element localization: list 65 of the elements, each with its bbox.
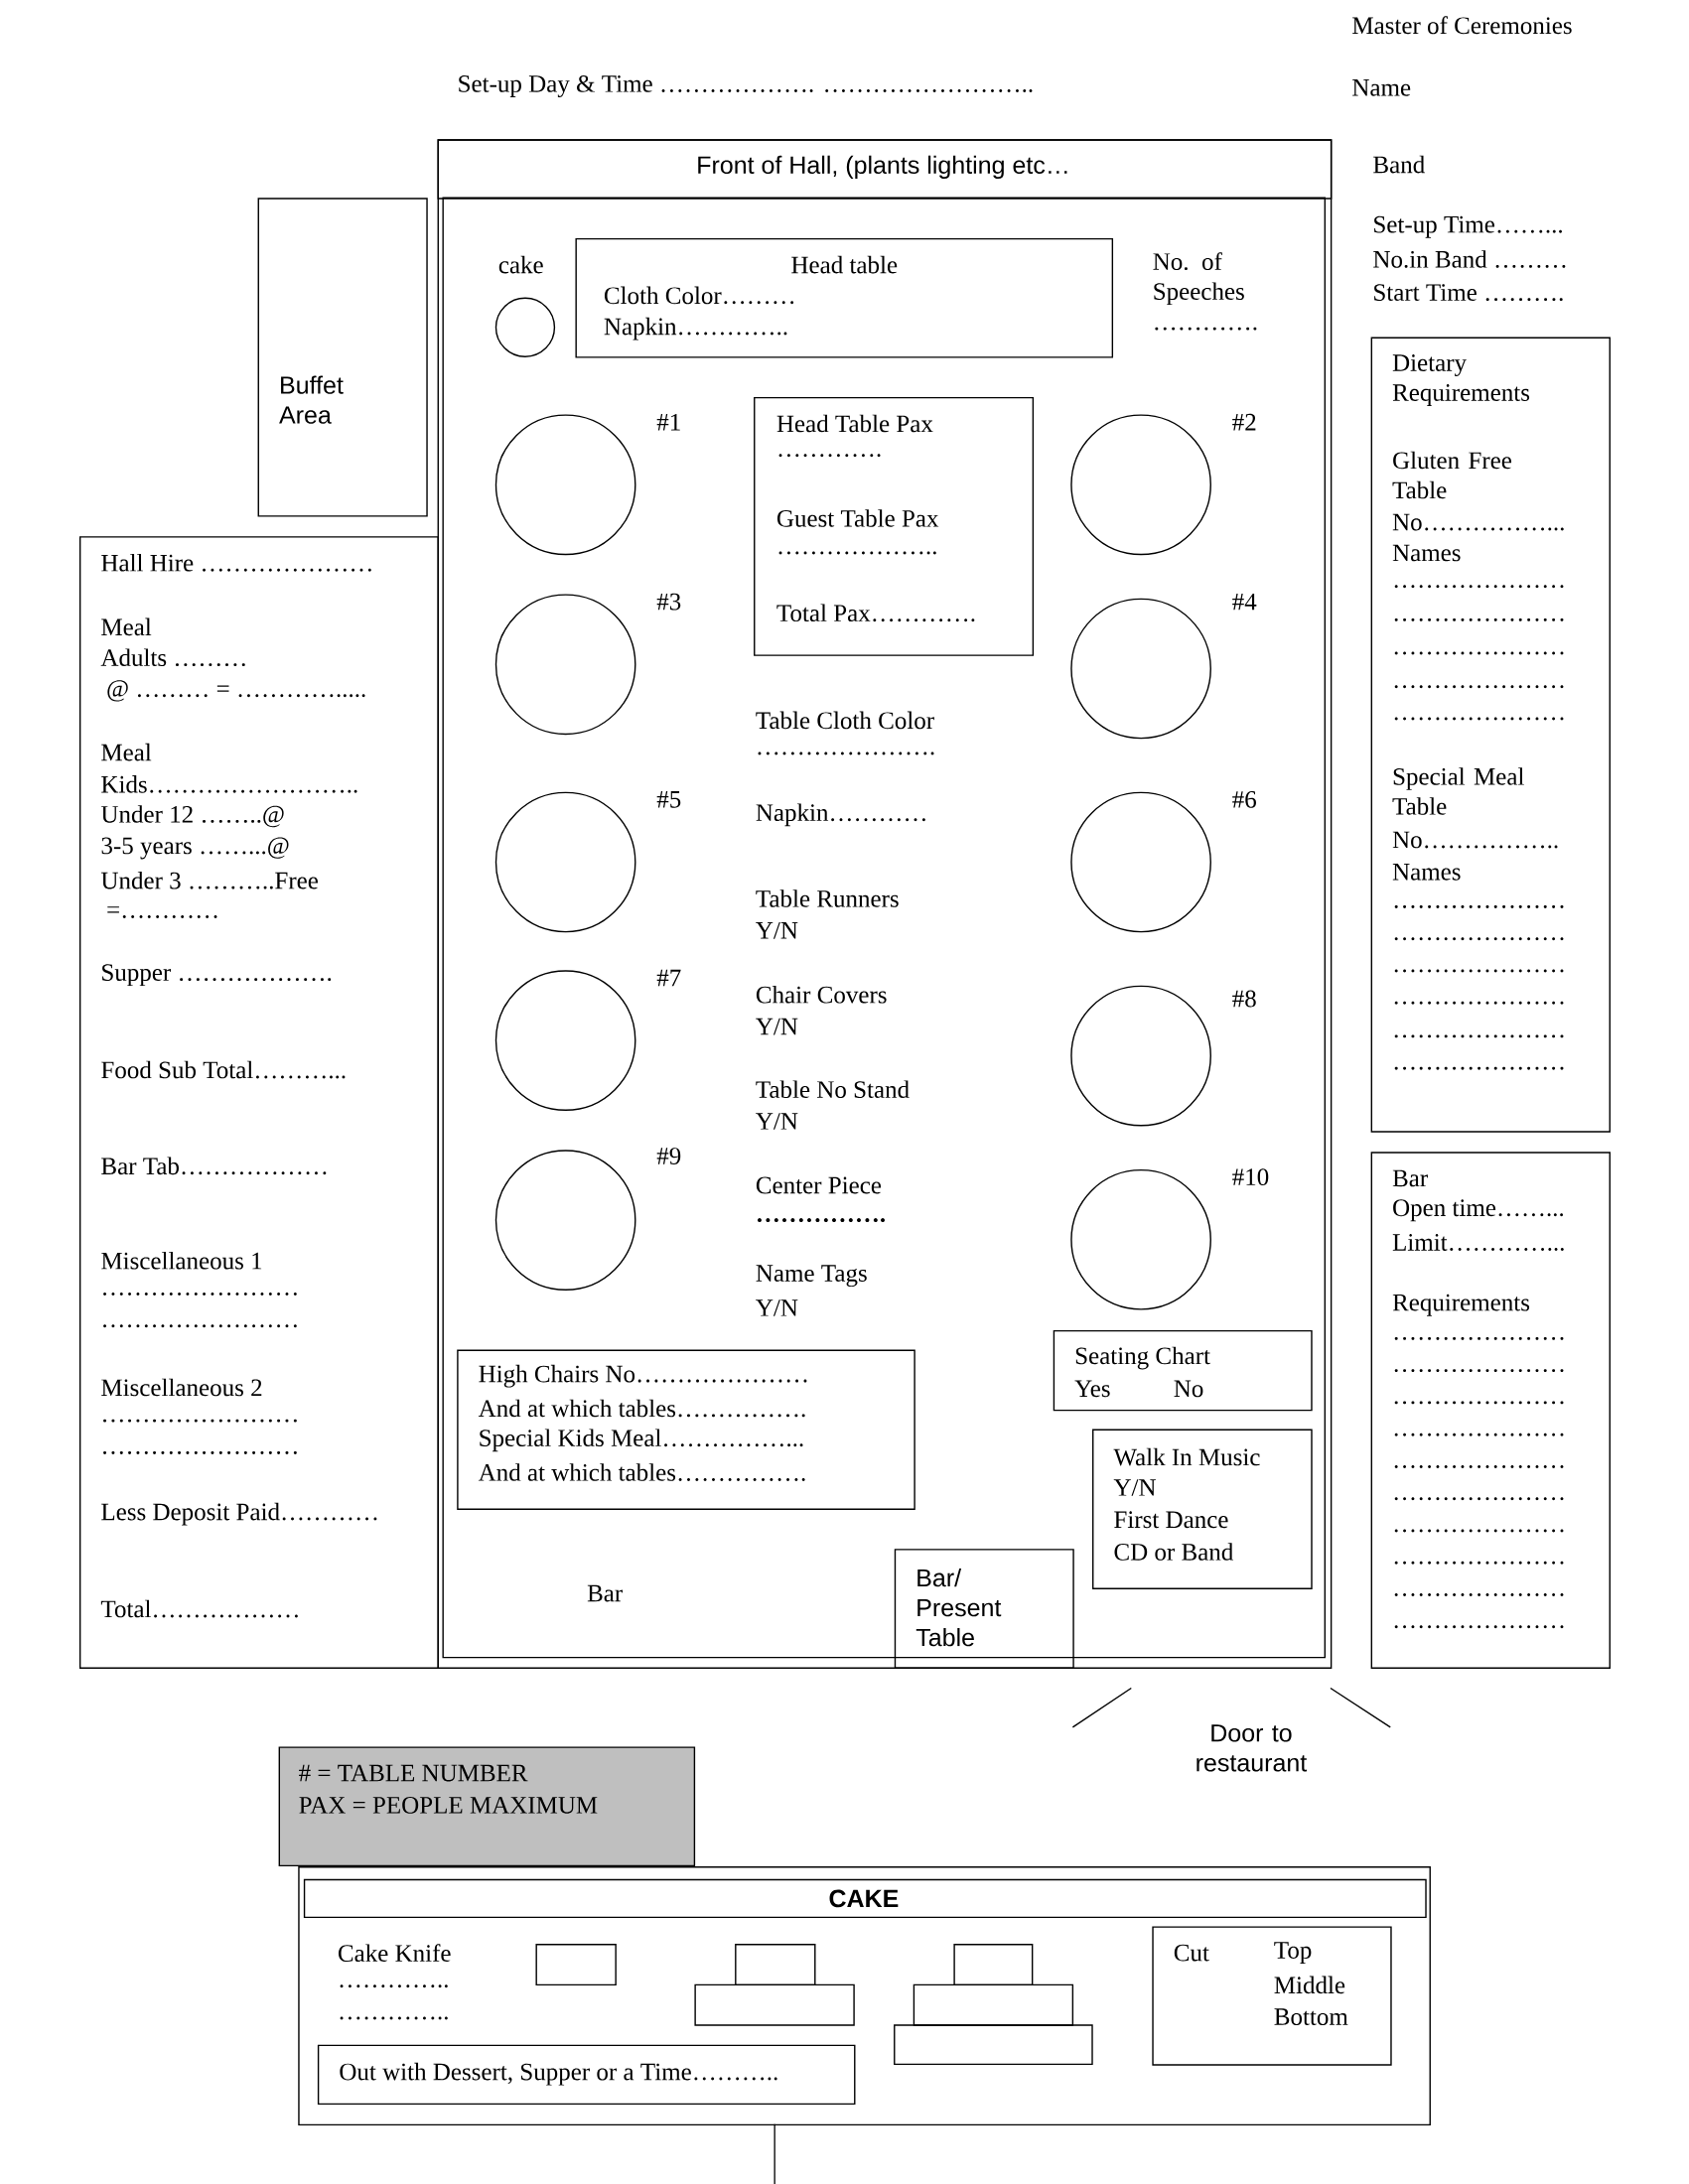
field-label: Y/N bbox=[756, 921, 798, 939]
field-label: Table Cloth Color bbox=[756, 711, 935, 730]
field-label: No.in Band ……… bbox=[1373, 250, 1566, 268]
table-number: #10 bbox=[1232, 1168, 1269, 1186]
seating-chart-box: Seating Chart Yes No bbox=[1053, 1329, 1313, 1412]
field-label: Name bbox=[1352, 79, 1411, 96]
key-box: # = TABLE NUMBER PAX = PEOPLE MAXIMUM bbox=[278, 1746, 696, 1867]
cake-table bbox=[495, 297, 556, 357]
music-box: Walk In Music Y/N First Dance CD or Band bbox=[1092, 1429, 1313, 1589]
field-label: Cake Knife bbox=[339, 1944, 451, 1963]
round-table bbox=[1070, 414, 1212, 556]
dessert-box: Out with Dessert, Supper or a Time……….. bbox=[318, 2044, 856, 2106]
table-number: #8 bbox=[1232, 990, 1256, 1008]
round-table bbox=[495, 414, 636, 556]
round-table bbox=[1070, 791, 1212, 933]
field-label: Set-up Day & Time ………………. …………………….. bbox=[459, 75, 1033, 97]
field-label: Table Runners bbox=[756, 889, 899, 907]
field-label: Name Tags bbox=[756, 1265, 868, 1288]
round-table bbox=[495, 594, 636, 736]
table-number: #2 bbox=[1232, 413, 1256, 431]
pax-box: Head Table Pax …………. Guest Table Pax ……………….. Total Pax…………. bbox=[754, 396, 1035, 656]
field-label: Table No Stand bbox=[756, 1080, 911, 1098]
fill-in-line: ………….. bbox=[340, 2016, 449, 2020]
round-table bbox=[495, 1150, 636, 1291]
field-label: Y/N bbox=[756, 1299, 798, 1316]
round-table bbox=[1070, 1168, 1212, 1310]
field-label: Chair Covers bbox=[757, 986, 887, 1004]
table-number: #1 bbox=[656, 413, 680, 431]
round-table bbox=[495, 970, 636, 1111]
field-label: Center Piece bbox=[757, 1176, 882, 1194]
table-number: #6 bbox=[1232, 790, 1257, 808]
dietary-box: Dietary Requirements Gluten Free Table No……………... Names ………………… ………………… ………………… ………………… ………………… Special Meal Table No…………….. Names ………………… ………………… ………………… ………………… ………………… ………………… bbox=[1370, 337, 1612, 1133]
table-number: #7 bbox=[656, 969, 681, 987]
buffet-area-box: Buffet Area bbox=[257, 198, 428, 517]
fill-in-line: …………. bbox=[1155, 327, 1257, 331]
table-number: #4 bbox=[1232, 593, 1257, 611]
round-table bbox=[1070, 598, 1212, 740]
table-number: #5 bbox=[656, 791, 681, 808]
area-label: Bar bbox=[588, 1584, 624, 1602]
cake-band: CAKE bbox=[304, 1878, 1427, 1919]
present-table-box: Bar/ Present Table bbox=[895, 1549, 1074, 1669]
cut-box: Cut Top Middle Bottom bbox=[1152, 1926, 1392, 2066]
round-table bbox=[1070, 985, 1212, 1127]
cake-label: cake bbox=[499, 255, 544, 274]
door-label: Door to restaurant bbox=[1196, 1724, 1308, 1772]
field-label: Y/N bbox=[756, 1113, 798, 1130]
field-label: Band bbox=[1373, 155, 1426, 174]
bar-box: Bar Open time……... Limit…………... Requirements ………………… ………………… ………………… ………………… ………………… ………………… ………………… ………………… ………………… ………………… bbox=[1370, 1152, 1612, 1669]
fill-in-line: ………….. bbox=[340, 1984, 449, 1988]
table-number: #3 bbox=[656, 593, 681, 611]
field-label: Set-up Time……... bbox=[1374, 215, 1563, 238]
fill-in-line: …………………. bbox=[758, 751, 934, 755]
round-table bbox=[495, 791, 636, 933]
field-label: Y/N bbox=[756, 1018, 798, 1035]
field-label: No. of Speeches bbox=[1153, 252, 1245, 306]
field-label: Master of Ceremonies bbox=[1352, 16, 1572, 35]
table-number: #9 bbox=[656, 1148, 681, 1164]
cost-panel: Hall Hire ………………… Meal Adults ……… @ ……… = …………..... Meal Kids…………………….. Under 12 ……..@ 3-5 years ……...@ Under 3 ………..Free =………… Supper ………………. Food Sub Total………... Bar Tab……………… Miscellaneous 1 …………………… …………………… Miscellaneous 2 …………………… …………………… Less Deposit Paid………… Total……………… bbox=[79, 536, 440, 1669]
field-label: Napkin………… bbox=[756, 803, 926, 827]
cake-section-box bbox=[298, 1866, 1432, 2126]
kids-box: High Chairs No………………… And at which tables……………. Special Kids Meal……………... And at which tables……………. bbox=[457, 1349, 916, 1510]
hall-front-band: Front of Hall, (plants lighting etc… bbox=[437, 139, 1333, 200]
field-label: Start Time ………. bbox=[1374, 284, 1563, 302]
fill-in-line: ……………. bbox=[758, 1218, 886, 1223]
head-table-box: Head table Cloth Color……… Napkin………….. bbox=[575, 237, 1114, 358]
